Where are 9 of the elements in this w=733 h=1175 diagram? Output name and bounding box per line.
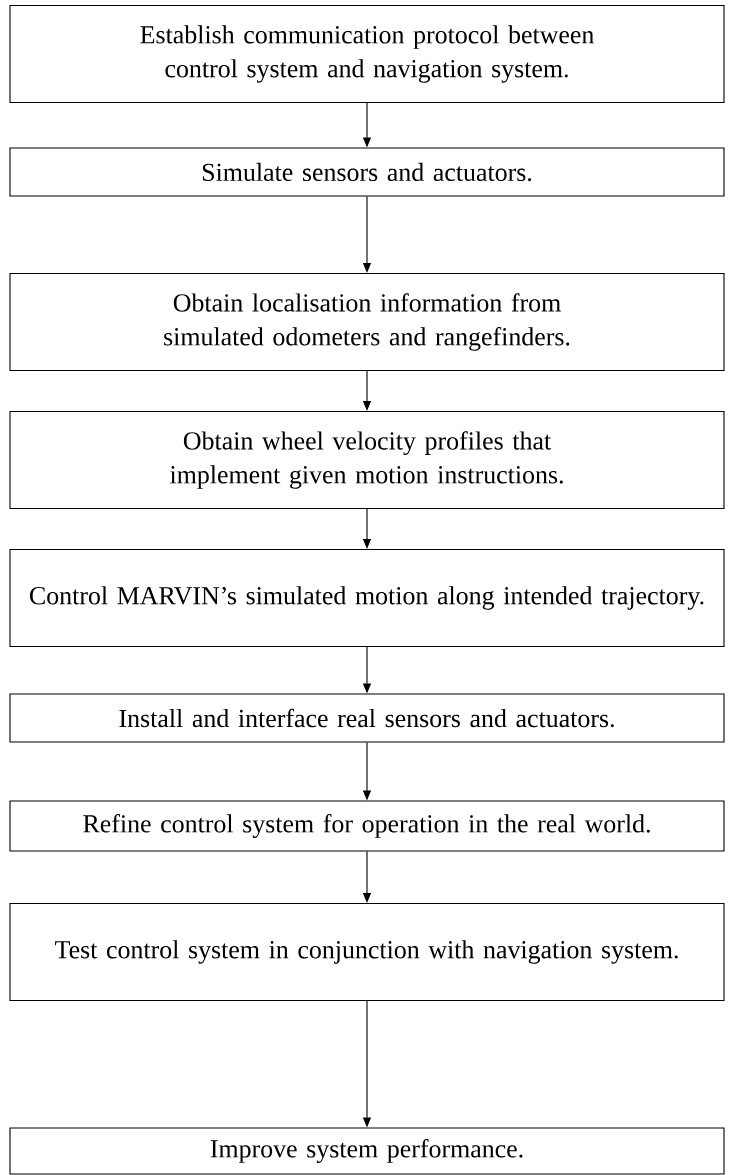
process-box: Obtain localisation information from simulated odometers and rangefinders. [9,272,725,372]
process-box: Install and interface real sensors and actuators. [9,693,725,743]
process-box: Control MARVIN’s simulated motion along intended trajectory. [9,548,725,648]
process-box: Simulate sensors and actuators. [9,147,725,197]
process-box: Obtain wheel velocity profiles that implement given motion instructions. [9,410,725,510]
process-box: Establish communication protocol between control system and navigation system. [9,4,725,104]
process-box: Improve system performance. [9,1127,725,1175]
process-box: Refine control system for operation in the real world. [9,800,725,852]
process-box: Test control system in conjunction with navigation system. [9,902,725,1002]
